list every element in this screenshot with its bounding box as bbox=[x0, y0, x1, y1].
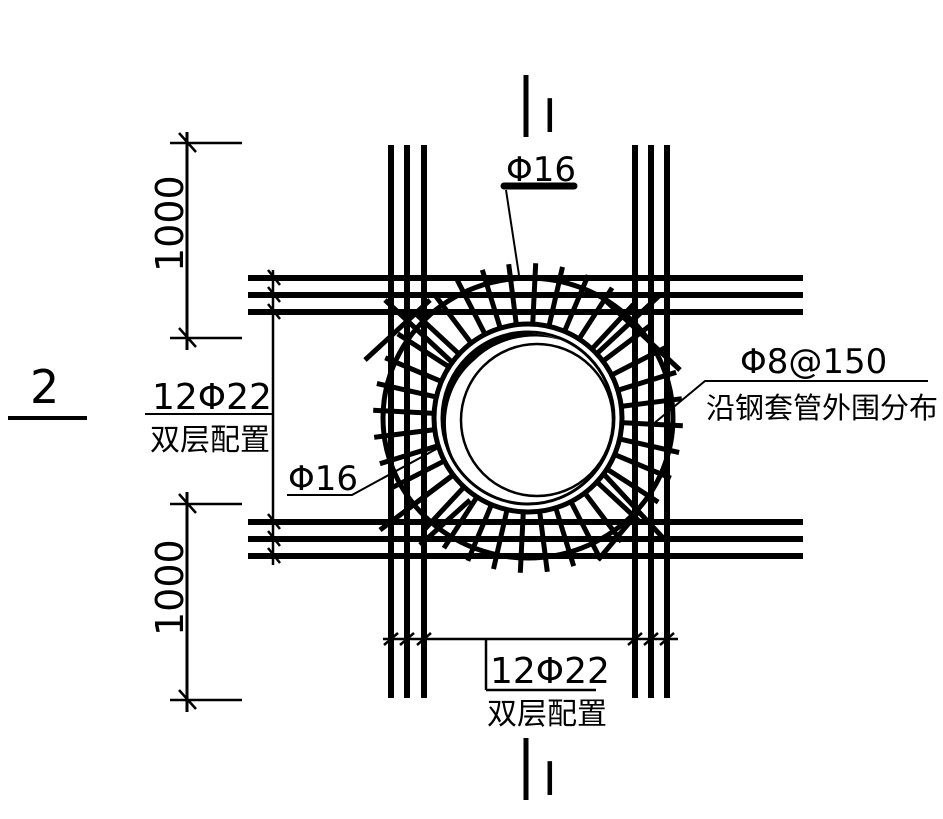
horizontal-rebars-bottom bbox=[248, 519, 803, 559]
pipe-opening bbox=[459, 342, 615, 498]
section-marker-top: I bbox=[523, 75, 557, 143]
detail-number: 2 bbox=[8, 360, 87, 420]
stirrup-bar bbox=[553, 508, 577, 567]
stirrup-bar bbox=[455, 278, 487, 334]
stirrup-bar bbox=[402, 474, 454, 514]
vertical-rebars-left bbox=[388, 145, 427, 698]
stirrup-bar bbox=[596, 481, 644, 526]
stirrup-bar bbox=[506, 263, 519, 324]
radial-stirrups bbox=[373, 263, 683, 573]
detail-number-label: 2 bbox=[30, 360, 59, 414]
stirrup-bar bbox=[388, 459, 444, 491]
stirrup-bar bbox=[432, 292, 472, 344]
right-stirrups-line1: Φ8@150 bbox=[740, 342, 887, 382]
stirrup-bar bbox=[621, 436, 680, 455]
bottom-bars-line1: 12Φ22 bbox=[490, 651, 610, 692]
stirrup-bar bbox=[591, 302, 636, 350]
section-marker-top-label: I bbox=[543, 89, 557, 143]
dimension-upper bbox=[170, 132, 242, 350]
stirrup-bar bbox=[420, 486, 465, 534]
stirrup-bar bbox=[562, 274, 591, 331]
horizontal-rebars-top bbox=[248, 275, 803, 315]
stirrup-bar bbox=[546, 266, 565, 325]
annotation-bottom-bars: 12Φ22 双层配置 bbox=[487, 651, 610, 732]
left-ring-label: Φ16 bbox=[288, 459, 358, 499]
left-bars-line1: 12Φ22 bbox=[152, 377, 272, 418]
annotation-left-ring: Φ16 bbox=[287, 446, 441, 499]
stirrup-bar bbox=[465, 505, 494, 562]
stirrup-bar bbox=[441, 497, 479, 550]
stirrup-bar bbox=[376, 381, 435, 400]
stirrup-bar bbox=[373, 407, 433, 416]
stirrup-bar bbox=[618, 369, 677, 393]
stirrup-bar bbox=[537, 512, 550, 573]
stirrup-bar bbox=[396, 331, 449, 369]
stirrup-bar bbox=[577, 286, 615, 339]
stirrup-bar bbox=[373, 427, 434, 440]
annotation-top-rebar: Φ16 bbox=[500, 150, 578, 276]
stirrup-bar bbox=[607, 467, 660, 505]
stirrup-bar bbox=[384, 355, 441, 384]
bottom-bars-line2: 双层配置 bbox=[487, 697, 607, 732]
stirrup-bar bbox=[569, 502, 601, 558]
right-stirrups-line2: 沿钢套管外围分布 bbox=[706, 391, 938, 425]
left-bars-line2: 双层配置 bbox=[150, 423, 270, 458]
stirrup-bar bbox=[584, 492, 624, 544]
dimension-upper-value: 1000 bbox=[148, 175, 192, 272]
stirrup-bar bbox=[602, 322, 654, 362]
annotation-left-bars: 12Φ22 双层配置 bbox=[145, 377, 273, 458]
bottom-bar-pointer bbox=[383, 632, 678, 692]
dimension-lower bbox=[170, 492, 242, 712]
reinforcing-ring bbox=[380, 275, 676, 561]
stirrup-bar bbox=[412, 310, 460, 355]
stirrup-bar bbox=[479, 269, 503, 328]
stirrup-bar bbox=[615, 452, 672, 481]
section-marker-bottom-label: I bbox=[543, 752, 557, 806]
section-marker-bottom: I bbox=[523, 738, 557, 806]
left-bar-pointer bbox=[267, 269, 281, 565]
stirrup-bar bbox=[530, 263, 539, 323]
annotation-right-stirrups: Φ8@150 沿钢套管外围分布 bbox=[651, 342, 938, 426]
stirrup-bar bbox=[612, 345, 668, 377]
stirrup-bar bbox=[491, 511, 510, 570]
stirrup-bar bbox=[379, 443, 438, 467]
dimension-lower-value: 1000 bbox=[148, 539, 192, 636]
stirrup-bar bbox=[517, 513, 526, 573]
stirrup-bar bbox=[622, 396, 683, 409]
